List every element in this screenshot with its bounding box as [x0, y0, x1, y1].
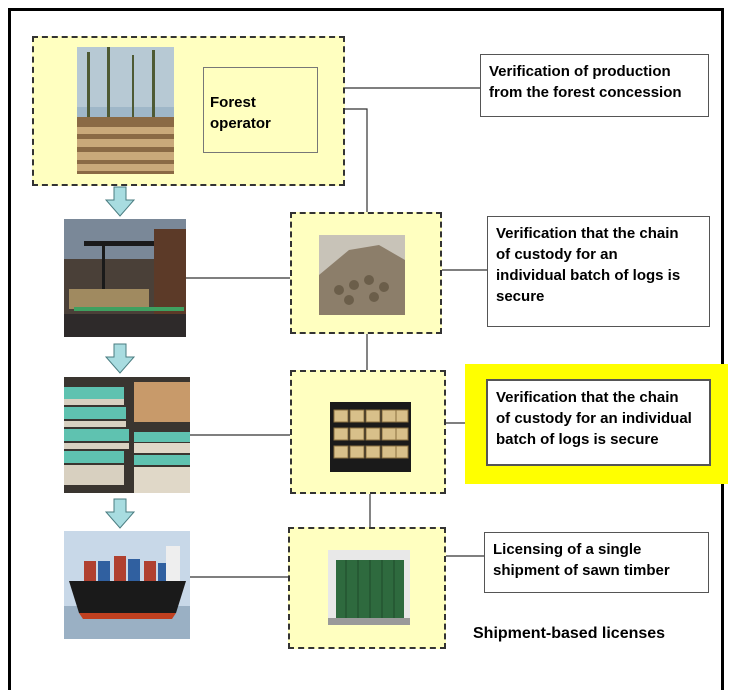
- container-ship-photo: [64, 531, 190, 639]
- footer-caption: Shipment-based licenses: [473, 625, 666, 642]
- verification-custody-label-1: Verification that the chain of custody f…: [487, 216, 710, 327]
- timber-stack-photo: [330, 402, 411, 472]
- forest-logs-photo: [77, 47, 174, 174]
- shipping-container-photo: [328, 550, 410, 625]
- sawn-timber-stacks-photo: [64, 377, 190, 493]
- log-pile-photo: [319, 235, 405, 315]
- verification-custody-label-2: Verification that the chain of custody f…: [486, 379, 711, 466]
- sawmill-crane-photo: [64, 219, 186, 337]
- licensing-label: Licensing of a single shipment of sawn t…: [484, 532, 709, 593]
- forest-operator-label: Forest operator: [203, 67, 318, 153]
- diagram-frame: [8, 8, 724, 690]
- verification-production-label: Verification of production from the fore…: [480, 54, 709, 117]
